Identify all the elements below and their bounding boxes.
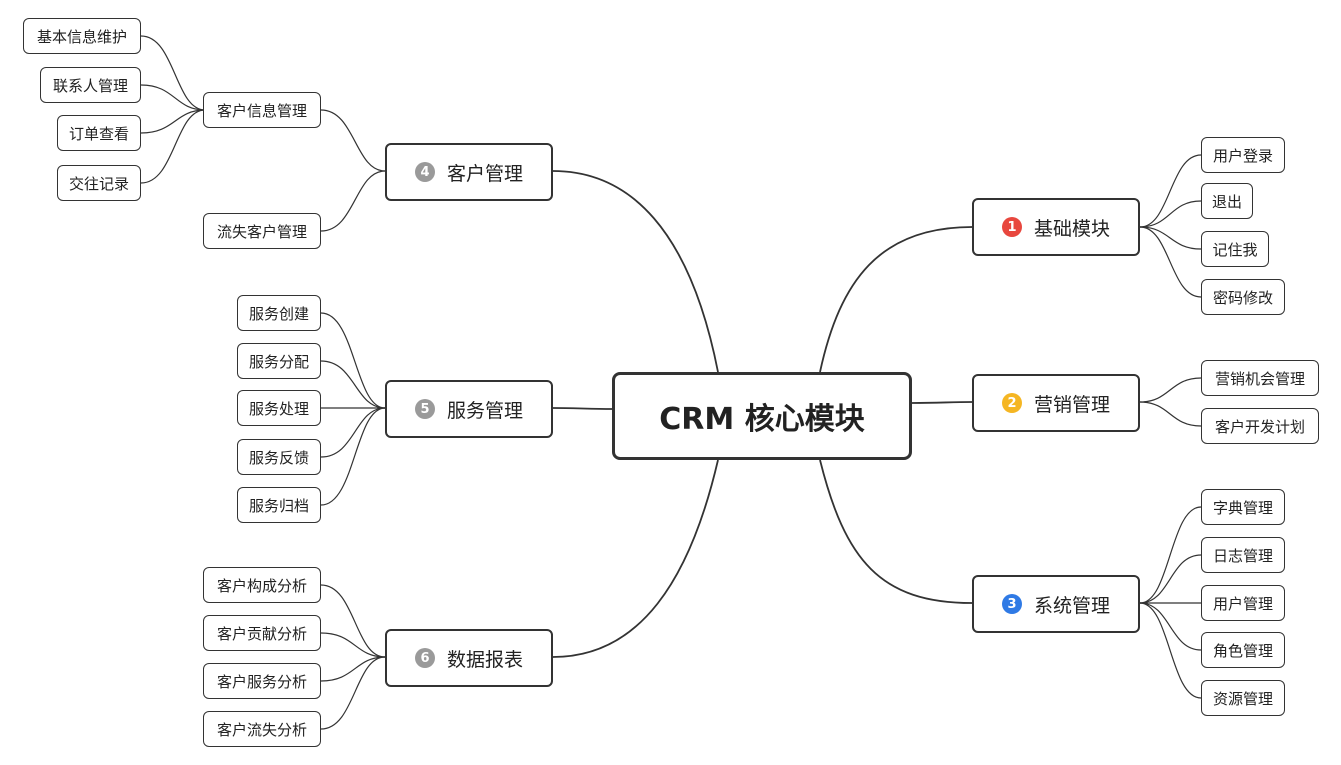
sub-node[interactable]: 流失客户管理	[203, 213, 321, 249]
branch-label: 服务管理	[446, 399, 523, 422]
root-node[interactable]: CRM 核心模块	[612, 372, 912, 460]
leaf-node[interactable]: 客户服务分析	[203, 663, 321, 699]
leaf-label: 角色管理	[1212, 641, 1273, 660]
leaf-node[interactable]: 资源管理	[1201, 680, 1285, 716]
leaf-label: 客户流失分析	[216, 720, 307, 739]
leaf-label: 基本信息维护	[36, 27, 127, 46]
leaf-label: 营销机会管理	[1214, 369, 1305, 388]
leaf-node[interactable]: 服务处理	[237, 390, 321, 426]
leaf-label: 联系人管理	[52, 76, 128, 95]
leaf-node[interactable]: 基本信息维护	[23, 18, 141, 54]
leaf-node[interactable]: 用户管理	[1201, 585, 1285, 621]
number-6-badge: 6	[414, 648, 435, 668]
branch-service[interactable]: 5 服务管理	[385, 380, 553, 438]
leaf-label: 服务创建	[248, 304, 309, 323]
leaf-node[interactable]: 服务创建	[237, 295, 321, 331]
number-1-badge: 1	[1001, 217, 1022, 237]
leaf-node[interactable]: 客户贡献分析	[203, 615, 321, 651]
leaf-node[interactable]: 客户构成分析	[203, 567, 321, 603]
leaf-node[interactable]: 日志管理	[1201, 537, 1285, 573]
leaf-node[interactable]: 交往记录	[57, 165, 141, 201]
leaf-node[interactable]: 营销机会管理	[1201, 360, 1319, 396]
leaf-label: 退出	[1211, 192, 1242, 211]
leaf-label: 记住我	[1212, 240, 1258, 259]
leaf-node[interactable]: 服务反馈	[237, 439, 321, 475]
leaf-label: 服务分配	[248, 352, 309, 371]
leaf-label: 客户构成分析	[216, 576, 307, 595]
leaf-label: 服务反馈	[248, 448, 309, 467]
leaf-label: 客户服务分析	[216, 672, 307, 691]
leaf-label: 日志管理	[1212, 546, 1273, 565]
leaf-node[interactable]: 服务分配	[237, 343, 321, 379]
leaf-label: 字典管理	[1212, 498, 1273, 517]
leaf-node[interactable]: 退出	[1201, 183, 1253, 219]
leaf-label: 密码修改	[1212, 288, 1273, 307]
leaf-label: 用户管理	[1212, 594, 1273, 613]
branch-label: 客户管理	[446, 162, 523, 185]
leaf-label: 服务归档	[248, 496, 309, 515]
branch-label: 数据报表	[446, 648, 523, 671]
leaf-node[interactable]: 订单查看	[57, 115, 141, 151]
number-2-badge: 2	[1001, 393, 1022, 413]
branch-reports[interactable]: 6 数据报表	[385, 629, 553, 687]
sub-label: 客户信息管理	[216, 101, 307, 120]
leaf-label: 交往记录	[68, 174, 129, 193]
branch-basic-module[interactable]: 1 基础模块	[972, 198, 1140, 256]
number-4-badge: 4	[414, 162, 435, 182]
leaf-label: 用户登录	[1212, 146, 1273, 165]
leaf-node[interactable]: 客户流失分析	[203, 711, 321, 747]
leaf-node[interactable]: 字典管理	[1201, 489, 1285, 525]
leaf-label: 客户开发计划	[1214, 417, 1305, 436]
branch-marketing[interactable]: 2 营销管理	[972, 374, 1140, 432]
leaf-node[interactable]: 服务归档	[237, 487, 321, 523]
sub-node[interactable]: 客户信息管理	[203, 92, 321, 128]
leaf-node[interactable]: 客户开发计划	[1201, 408, 1319, 444]
number-3-badge: 3	[1001, 594, 1022, 614]
leaf-label: 资源管理	[1212, 689, 1273, 708]
branch-label: 基础模块	[1033, 217, 1110, 240]
branch-customer[interactable]: 4 客户管理	[385, 143, 553, 201]
root-label: CRM 核心模块	[659, 402, 865, 437]
leaf-node[interactable]: 联系人管理	[40, 67, 141, 103]
leaf-label: 订单查看	[68, 124, 129, 143]
sub-label: 流失客户管理	[216, 222, 307, 241]
leaf-node[interactable]: 用户登录	[1201, 137, 1285, 173]
leaf-label: 客户贡献分析	[216, 624, 307, 643]
branch-label: 系统管理	[1033, 594, 1110, 617]
number-5-badge: 5	[414, 399, 435, 419]
leaf-label: 服务处理	[248, 399, 309, 418]
leaf-node[interactable]: 密码修改	[1201, 279, 1285, 315]
leaf-node[interactable]: 角色管理	[1201, 632, 1285, 668]
branch-label: 营销管理	[1033, 393, 1110, 416]
branch-system[interactable]: 3 系统管理	[972, 575, 1140, 633]
leaf-node[interactable]: 记住我	[1201, 231, 1269, 267]
